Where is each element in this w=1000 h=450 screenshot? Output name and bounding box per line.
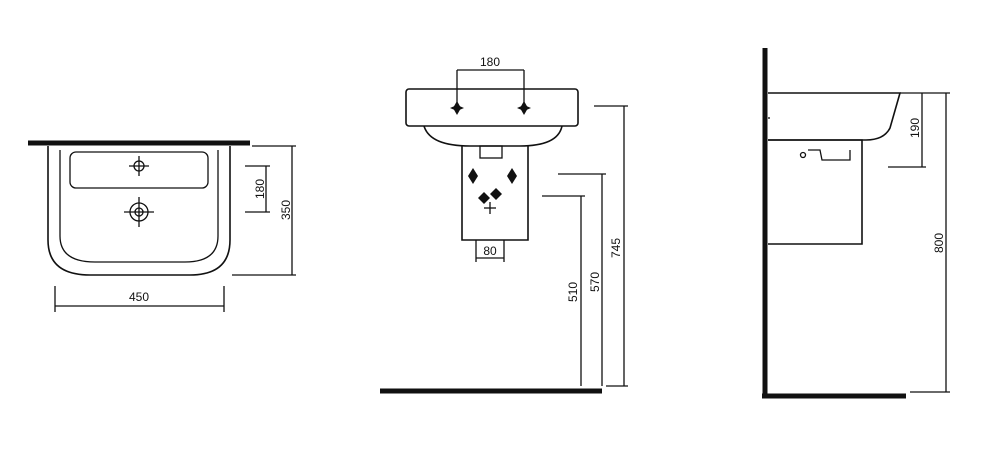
front-elevation: 180 80 <box>380 55 628 394</box>
side-elevation: 190 800 <box>762 48 950 399</box>
front-510-label: 510 <box>566 282 580 302</box>
front-80-label: 80 <box>483 244 497 258</box>
side-190-label: 190 <box>908 118 922 138</box>
side-800-label: 800 <box>932 233 946 253</box>
plan-basin-inner <box>59 150 219 263</box>
side-waste-dot <box>799 151 807 159</box>
plan-basin-outer <box>47 146 231 276</box>
front-570-label: 570 <box>588 272 602 292</box>
front-pedestal <box>461 146 529 241</box>
front-trap-icon <box>468 168 517 214</box>
front-overflow <box>479 145 503 159</box>
plan-350-label: 350 <box>279 200 293 220</box>
side-pedestal <box>768 139 863 245</box>
plan-tap-deck <box>69 151 209 189</box>
front-tap-right-icon <box>517 101 531 115</box>
side-basin <box>768 92 902 141</box>
plan-view: 450 180 350 <box>28 140 296 312</box>
front-basin-rim <box>405 88 579 127</box>
plan-width-label: 450 <box>129 290 149 304</box>
plan-180-label: 180 <box>253 179 267 199</box>
front-tap-left-icon <box>450 101 464 115</box>
front-basin-bowl <box>423 125 563 147</box>
front-745-label: 745 <box>609 238 623 258</box>
side-trap <box>808 149 851 161</box>
front-180-label: 180 <box>480 55 500 69</box>
plan-waste-icon <box>124 197 154 227</box>
plan-tap-hole-icon <box>129 156 149 176</box>
